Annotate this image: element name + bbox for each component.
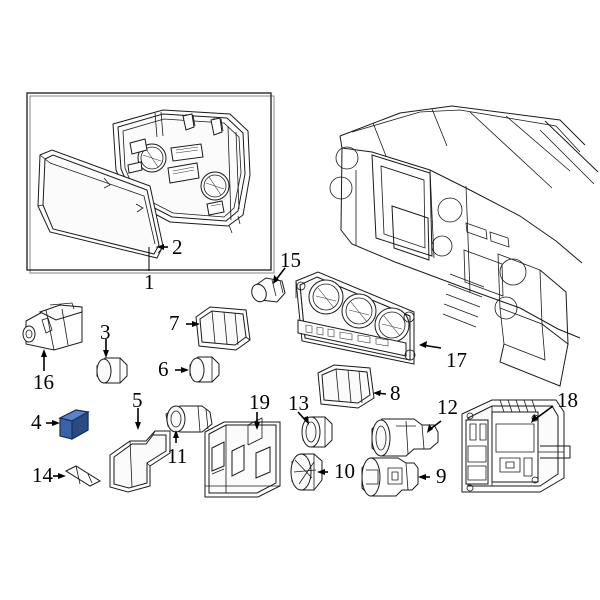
callout-arrow-15 [273,267,286,284]
part-19-switch-connector-block [204,417,281,498]
part-16-ignition-switch-housing [22,302,83,351]
callout-label-5: 5 [132,388,143,412]
callout-label-9: 9 [436,464,447,488]
callout-arrow-14 [53,473,66,479]
part-15-small-knob-socket [251,277,286,303]
callout-arrow-18 [531,405,554,423]
callout-arrow-8 [373,390,387,396]
part-12-cigar-lighter-element [371,418,439,457]
callout-label-7: 7 [169,311,180,335]
callout-label-1: 1 [144,270,155,294]
callout-label-16: 16 [33,370,54,394]
part-9-power-outlet-socket [361,457,419,497]
callout-arrow-6 [175,367,189,373]
cluster-lens-mask [37,149,164,259]
part-4-switch-blank-cover-highlighted [58,409,90,441]
callout-label-14: 14 [32,463,53,487]
callout-arrow-9 [418,474,430,480]
callout-arrow-3 [103,339,109,358]
callout-label-13: 13 [288,391,309,415]
callout-label-19: 19 [249,390,270,414]
callout-label-4: 4 [31,410,42,434]
callout-label-18: 18 [557,388,578,412]
part-14-trim-strip [64,465,102,487]
callout-arrow-7 [186,321,200,327]
callout-label-2: 2 [172,235,183,259]
callout-arrow-17 [419,341,442,349]
callout-label-11: 11 [167,444,188,468]
part-8-rocker-switch-block [317,364,375,409]
callout-label-3: 3 [100,320,111,344]
hvac-control-panel [295,271,416,365]
callout-label-8: 8 [390,381,401,405]
part-10-trailer-brake-knob [290,453,323,491]
part-11-cylindrical-switch [165,405,213,433]
callout-label-17: 17 [446,348,467,372]
part-7-multi-rocker-switch [195,306,251,351]
callout-arrow-12 [427,420,442,433]
callout-arrow-10 [317,469,328,475]
callout-arrow-4 [46,420,60,426]
part-18-radio-head-unit [461,399,571,493]
callout-label-12: 12 [437,395,458,419]
part-13-socket-bezel-ring [301,416,333,448]
callout-label-10: 10 [334,459,355,483]
callout-label-6: 6 [158,357,169,381]
callout-arrow-11 [173,430,179,443]
part-6-round-plug-knob [189,356,220,383]
part-3-knob-cap [96,357,128,384]
callout-arrow-2 [157,244,168,250]
callout-arrow-16 [41,349,47,371]
callout-arrow-5 [135,408,141,430]
callout-label-15: 15 [280,248,301,272]
dashboard-illustration [329,105,599,387]
callout-arrow-19 [254,412,260,430]
part-5-hood-release-handle [109,430,171,493]
callout-arrow-13 [297,411,309,425]
